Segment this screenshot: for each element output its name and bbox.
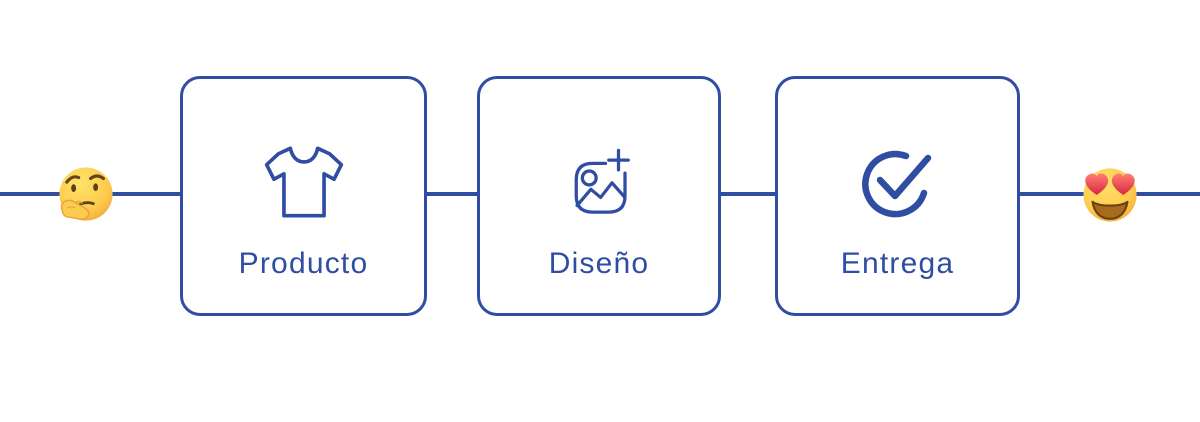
- step-card-diseno: Diseño: [477, 76, 721, 316]
- step-card-producto: Producto: [180, 76, 427, 316]
- step-label-diseno: Diseño: [548, 247, 650, 280]
- heart-eyes-emoji: [1077, 162, 1143, 228]
- step-card-entrega: Entrega: [775, 76, 1020, 316]
- step-label-entrega: Entrega: [840, 247, 955, 280]
- step-label-producto: Producto: [238, 247, 369, 280]
- check-circle-icon: [858, 139, 938, 225]
- thinking-face-emoji: [53, 162, 119, 228]
- tshirt-icon: [260, 139, 348, 225]
- image-plus-icon: [560, 139, 638, 225]
